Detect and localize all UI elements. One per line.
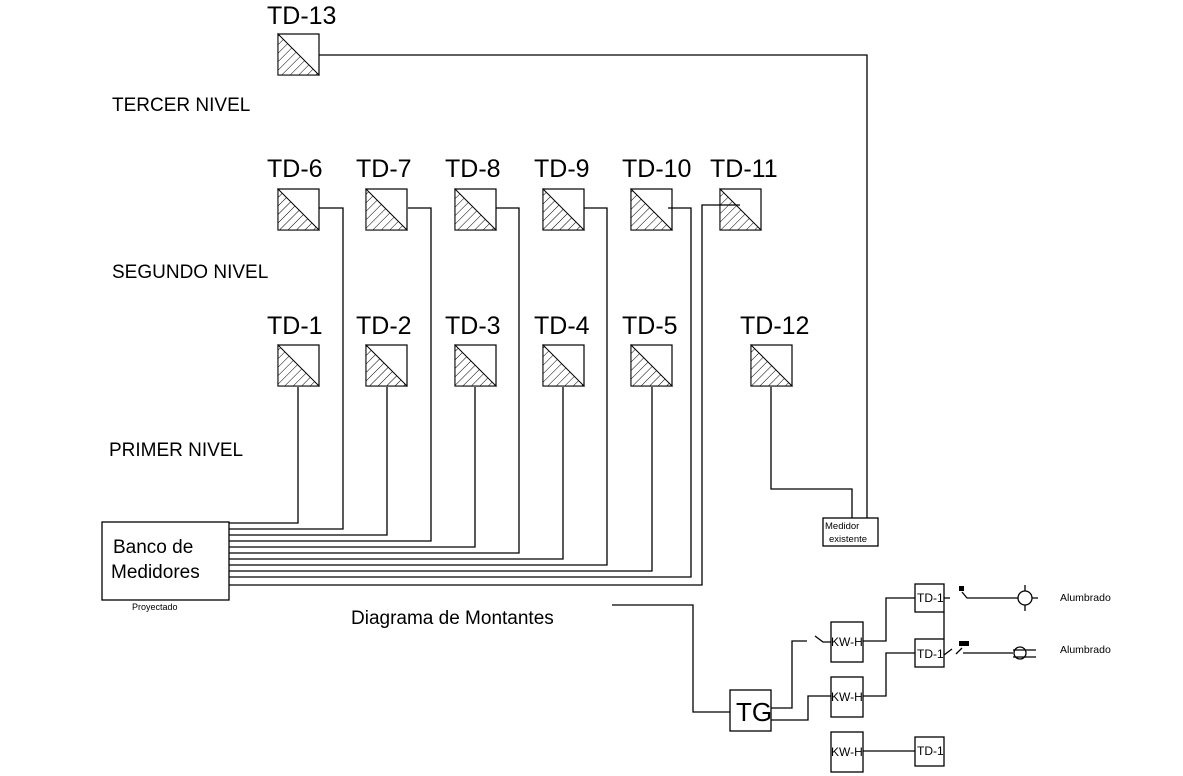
- panel-hatch-icon: [277, 343, 321, 387]
- panel-symbol-td-4: [542, 343, 586, 387]
- kwh-box-2: [830, 676, 864, 718]
- feeder-wires: [229, 204, 740, 586]
- panel-label-td-5: TD-5: [622, 312, 678, 340]
- feeder-td-10: [229, 207, 692, 578]
- td1-label-3: TD-1: [917, 744, 944, 758]
- existing-meter-box: [822, 517, 879, 547]
- panel-hatch-icon: [542, 187, 586, 231]
- panel-symbol-td-8: [454, 187, 498, 231]
- panel-label-td-13: TD-13: [267, 2, 337, 30]
- feeder-td-8: [229, 207, 520, 554]
- single-line-schematic: [612, 583, 1038, 773]
- panel-hatch-icon: [750, 343, 794, 387]
- panel-hatch-icon: [454, 343, 498, 387]
- panel-label-td-12: TD-12: [740, 312, 810, 340]
- kwh-box-1: [830, 621, 864, 663]
- panel-symbol-td-13: [277, 32, 321, 76]
- feeder-td-4: [229, 387, 564, 560]
- panel-symbol-td-9: [542, 187, 586, 231]
- panel-symbol-td-10: [630, 187, 674, 231]
- level-label-primer: PRIMER NIVEL: [109, 440, 244, 461]
- panel-label-td-11: TD-11: [710, 155, 778, 183]
- panel-label-td-8: TD-8: [445, 155, 501, 183]
- luminaire-1-icon: [1017, 590, 1033, 606]
- feeder-td-7: [229, 207, 432, 542]
- feeder-td-12: [770, 387, 853, 518]
- feeder-td-13: [319, 54, 868, 518]
- panel-hatch-icon: [277, 187, 321, 231]
- level-label-segundo: SEGUNDO NIVEL: [112, 262, 269, 283]
- panel-hatch-icon: [630, 187, 674, 231]
- td1-box-3: [914, 736, 945, 767]
- breaker-2-indicator: [959, 641, 969, 646]
- panel-hatch-icon: [630, 343, 674, 387]
- panel-hatch-icon: [365, 187, 409, 231]
- level-label-tercer: TERCER NIVEL: [112, 95, 251, 116]
- tg-label: TG: [736, 697, 773, 727]
- panel-symbol-td-11: [719, 187, 763, 231]
- panel-hatch-icon: [719, 187, 763, 231]
- load-label-2: Alumbrado: [1060, 644, 1111, 656]
- panel-symbol-td-6: [277, 187, 321, 231]
- feeder-td-2: [229, 387, 388, 536]
- panel-symbol-td-1: [277, 343, 321, 387]
- panel-symbol-td-2: [365, 343, 409, 387]
- feeder-td-1: [229, 387, 299, 524]
- tg-to-kwh-1: [771, 640, 807, 709]
- existing-meter-label-1: Medidor: [825, 521, 860, 532]
- switch-2: [955, 647, 1013, 655]
- kwh-box-3: [830, 731, 864, 773]
- incoming-feeder: [612, 604, 730, 713]
- existing-meter-label-2: existente: [829, 534, 868, 545]
- panel-label-td-2: TD-2: [356, 312, 412, 340]
- switch-kwh-1: [814, 635, 831, 643]
- feeder-td-5: [229, 387, 653, 572]
- meter-bank-caption: Proyectado: [132, 602, 178, 612]
- panel-label-td-9: TD-9: [534, 155, 590, 183]
- diagram-title: Diagrama de Montantes: [351, 608, 554, 629]
- feeder-td-6: [229, 207, 344, 530]
- kwh-1-to-td-1: [863, 597, 915, 642]
- kwh-label-1: KW-H: [831, 635, 863, 649]
- feeder-td-11: [229, 204, 740, 586]
- td1-box-2: [914, 638, 945, 668]
- tg-to-kwh-2: [771, 695, 831, 721]
- meter-bank-label-2: Medidores: [111, 562, 200, 583]
- panel-label-td-1: TD-1: [267, 312, 323, 340]
- feeder-td-3: [229, 387, 476, 548]
- circuit-2-stub: [943, 648, 953, 656]
- panel-label-td-7: TD-7: [356, 155, 412, 183]
- kwh-label-2: KW-H: [831, 690, 863, 704]
- kwh-2-to-td-1: [863, 652, 915, 697]
- breaker-1-indicator: [959, 586, 964, 591]
- meter-bank-label-1: Banco de: [113, 537, 194, 558]
- feeder-td-9: [229, 207, 608, 566]
- kwh-label-3: KW-H: [831, 745, 863, 759]
- td1-label-1: TD-1: [917, 591, 944, 605]
- luminaire-2-tube: [1013, 649, 1036, 658]
- switch-1: [961, 591, 1018, 599]
- panel-symbol-td-7: [365, 187, 409, 231]
- luminaire-1-ticks: [1024, 585, 1038, 611]
- panel-label-td-3: TD-3: [445, 312, 501, 340]
- panel-hatch-icon: [454, 187, 498, 231]
- td1-label-2: TD-1: [917, 647, 944, 661]
- panel-hatch-icon: [365, 343, 409, 387]
- load-label-1: Alumbrado: [1060, 592, 1111, 604]
- meter-bank-box: [101, 521, 230, 601]
- panel-symbol-td-12: [750, 343, 794, 387]
- panel-symbol-td-3: [454, 343, 498, 387]
- panel-hatch-icon: [542, 343, 586, 387]
- panel-label-td-4: TD-4: [534, 312, 590, 340]
- panel-label-td-10: TD-10: [622, 155, 692, 183]
- panel-label-td-6: TD-6: [267, 155, 323, 183]
- panel-hatch-icon: [277, 32, 321, 76]
- panel-symbol-td-5: [630, 343, 674, 387]
- tg-box: [729, 689, 772, 732]
